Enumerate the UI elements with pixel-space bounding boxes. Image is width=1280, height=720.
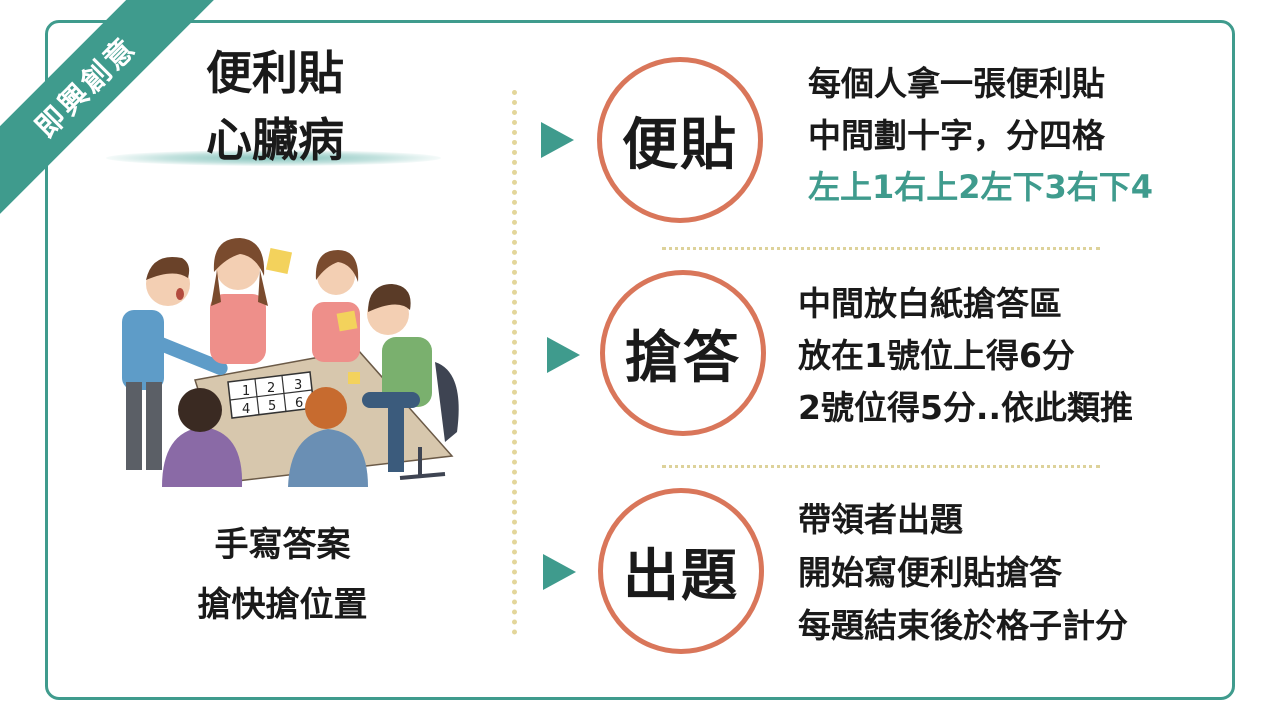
step3-circle: 出題 [598,488,764,654]
vertical-divider [512,90,517,635]
step2-label: 搶答 [625,325,741,391]
person-pink-1 [210,238,293,364]
step2-line1: 中間放白紙搶答區 [798,284,1062,323]
step3-label: 出題 [623,543,739,609]
game-title-line2: 心臟病 [206,113,344,167]
step1-line2: 中間劃十字，分四格 [808,116,1105,155]
title-underline-brush [106,150,441,166]
caption-line1: 手寫答案 [214,525,351,565]
step3-line3: 每題結束後於格子計分 [798,606,1128,645]
step2-circle: 搶答 [600,270,766,436]
grid-number-1: 1 [242,384,250,399]
step3-line1: 帶領者出題 [798,500,963,539]
row-divider-1 [662,247,1100,250]
step3-line2: 開始寫便利貼搶答 [798,553,1062,592]
step1-line3: 左上1右上2左下3右下4 [808,168,1154,206]
person-pink-2 [312,250,360,362]
step3-arrow-icon [543,554,576,590]
person-front-purple [162,388,243,487]
person-blue [122,256,228,470]
grid-number-2: 2 [267,381,275,396]
step2-line3: 2號位得5分..依此類推 [798,388,1133,427]
step1-line1: 每個人拿一張便利貼 [808,64,1105,103]
step2-arrow-icon [547,337,580,373]
caption-line2: 搶快搶位置 [197,585,368,625]
person-front-blue [288,387,368,487]
step2-line2: 放在1號位上得6分 [798,336,1075,375]
person-green [348,284,432,472]
step1-arrow-icon [541,122,574,158]
group-illustration: 1 2 3 4 5 6 [122,238,459,487]
grid-number-5: 5 [268,399,276,414]
step1-circle: 便貼 [597,57,763,223]
grid-number-3: 3 [294,378,302,393]
grid-number-6: 6 [295,396,303,411]
grid-number-4: 4 [242,402,250,417]
row-divider-2 [662,465,1100,468]
answer-grid-paper: 1 2 3 4 5 6 [227,371,315,419]
game-title-line1: 便利貼 [206,46,344,100]
step1-label: 便貼 [622,112,738,178]
